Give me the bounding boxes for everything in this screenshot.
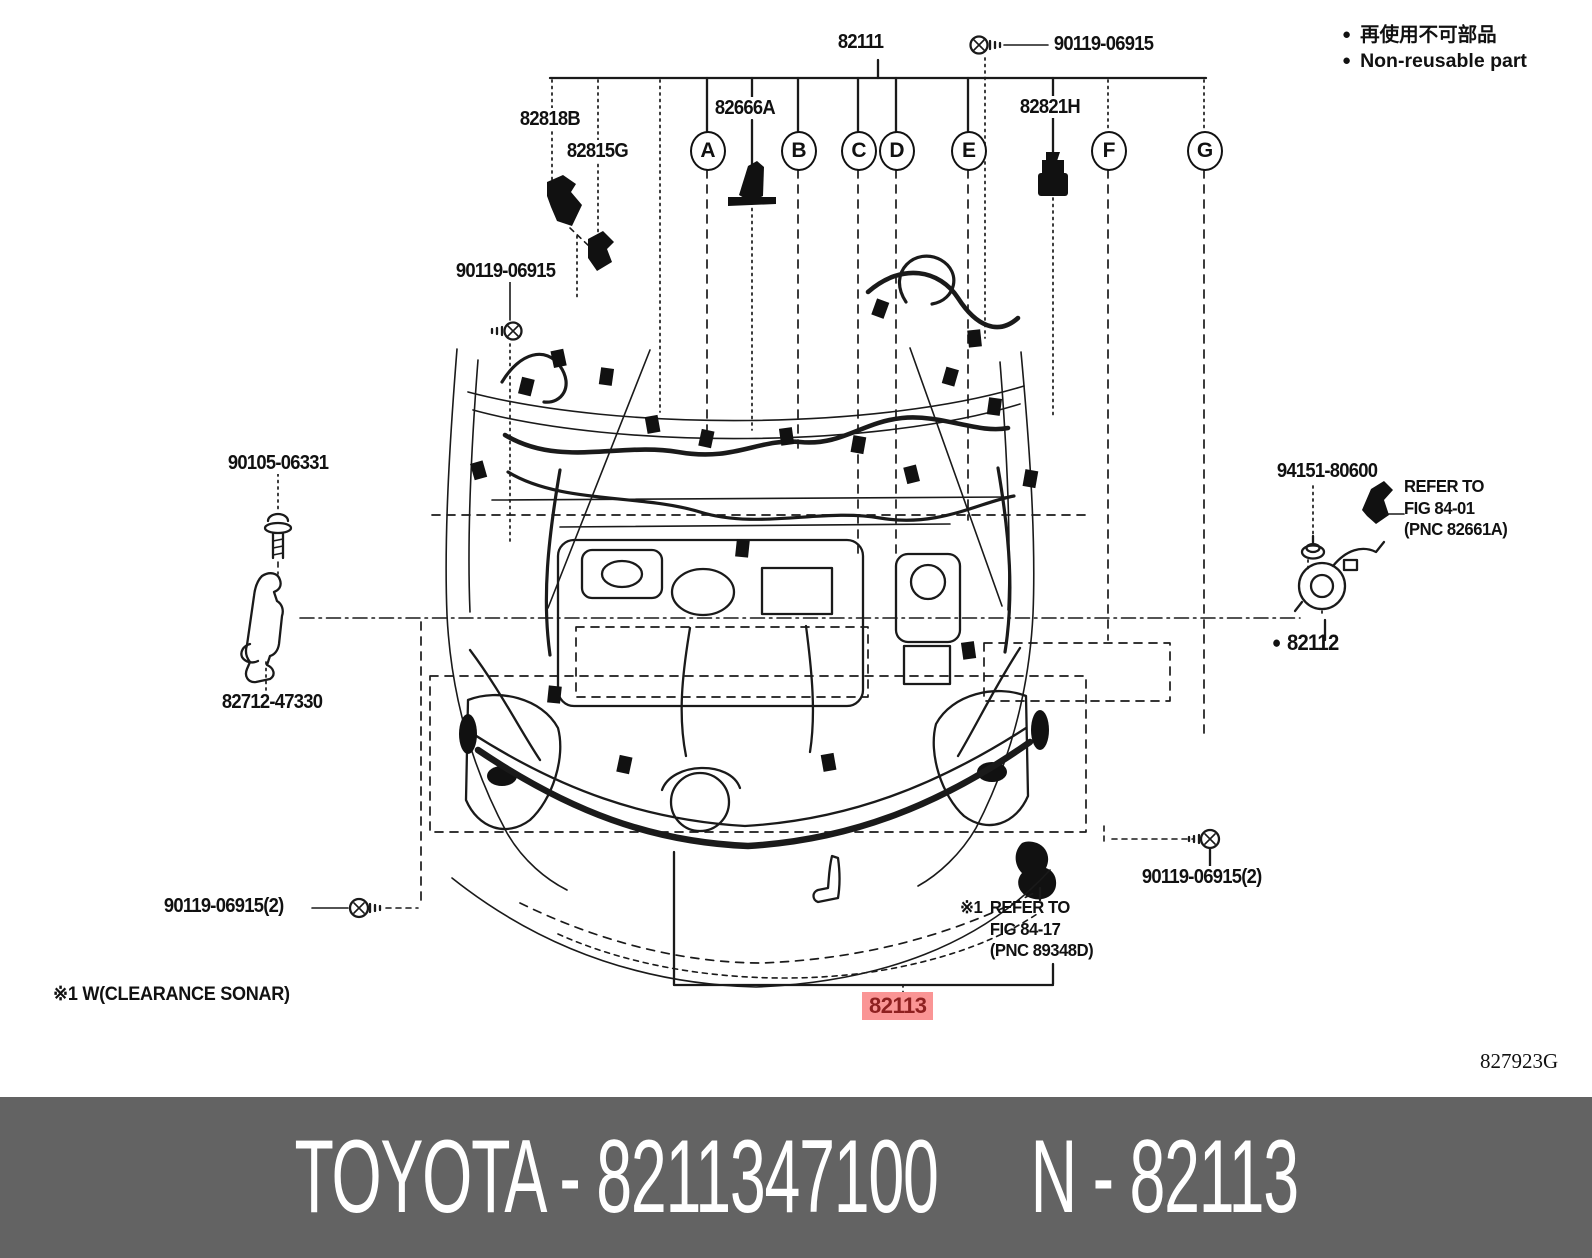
screw-icon-bottom-right [1103,825,1221,868]
callout-D[interactable]: D [879,131,915,171]
non-reusable-bullet-icon: ● [1342,52,1352,69]
connector-82666A [728,161,776,206]
non-reusable-bullet-icon: ● [1342,26,1352,43]
diagram-artwork [240,35,1405,997]
harness-connectors [459,298,1049,775]
screw-icon-left [490,278,523,546]
legend-jp: 再使用不可部品 [1360,24,1497,46]
callout-G[interactable]: G [1187,131,1223,171]
clip-82815G [588,231,614,271]
note-line: (PNC 89348D) [989,940,1094,960]
part-label-82112[interactable]: ● 82112 [1270,632,1340,654]
note-line: REFER TO [1404,476,1484,496]
legend: ● 再使用不可部品 ● Non-reusable part [1342,22,1527,74]
screw-icon-bottom-left [311,621,422,919]
callout-F[interactable]: F [1091,131,1127,171]
horn-82112 [1293,540,1386,642]
note-line: FIG 84-17 [989,918,1061,939]
legend-en: Non-reusable part [1360,50,1527,72]
note-refer-fig-84-01: REFER TO FIG 84-01 (PNC 82661A) [1404,476,1508,541]
part-label-82818B[interactable]: 82818B [518,108,582,130]
part-label-90119-06915-top[interactable]: 90119-06915 [1052,33,1156,55]
clip-82818B [547,175,582,226]
part-label-94151-80600[interactable]: 94151-80600 [1275,460,1380,482]
footer-part-number: TOYOTA - 8211347100 [294,1119,938,1235]
part-label-90119-06915-bottom-left[interactable]: 90119-06915(2) [162,895,286,917]
part-label-82815G[interactable]: 82815G [565,140,630,162]
clip-refer-84-01 [1362,481,1393,524]
part-label-82821H[interactable]: 82821H [1018,96,1082,118]
bracket-82712 [240,572,284,691]
footer-pnc: N - 82113 [1030,1119,1298,1235]
note-line: REFER TO [989,897,1070,917]
part-label-90119-06915-bottom-right[interactable]: 90119-06915(2) [1140,866,1264,888]
note-lines: REFER TO FIG 84-17 (PNC 89348D) [989,897,1094,962]
grommet-sonar [1015,841,1057,900]
figure-code: 827923G [1480,1049,1559,1073]
footer-banner: TOYOTA - 8211347100 N - 82113 [0,1097,1592,1258]
callout-C[interactable]: C [841,131,877,171]
note-asterisk-1: ※1 [960,897,983,917]
part-label-82113-highlighted[interactable]: 82113 [862,992,934,1020]
note-line: (PNC 82661A) [1404,519,1508,539]
note-clearance-sonar: ※1 W(CLEARANCE SONAR) [53,984,290,1005]
connector-82821H [1038,152,1068,196]
part-number-82112: 82112 [1286,630,1339,655]
part-label-82111[interactable]: 82111 [836,31,886,53]
note-line: FIG 84-01 [1404,497,1475,518]
grommet-screw-icon [1300,485,1326,560]
bolt-icon [263,473,293,575]
callout-A[interactable]: A [690,131,726,171]
screw-icon [969,35,1049,339]
part-label-82712-47330[interactable]: 82712-47330 [220,691,325,713]
part-label-90105-06331[interactable]: 90105-06331 [226,452,331,474]
part-label-82666A[interactable]: 82666A [713,97,777,119]
callout-E[interactable]: E [951,131,987,171]
note-refer-fig-84-17: ※1 REFER TO FIG 84-17 (PNC 89348D) [960,897,1094,962]
non-reusable-bullet-icon: ● [1271,633,1281,652]
part-label-90119-06915-left[interactable]: 90119-06915 [454,260,558,282]
callout-B[interactable]: B [781,131,817,171]
